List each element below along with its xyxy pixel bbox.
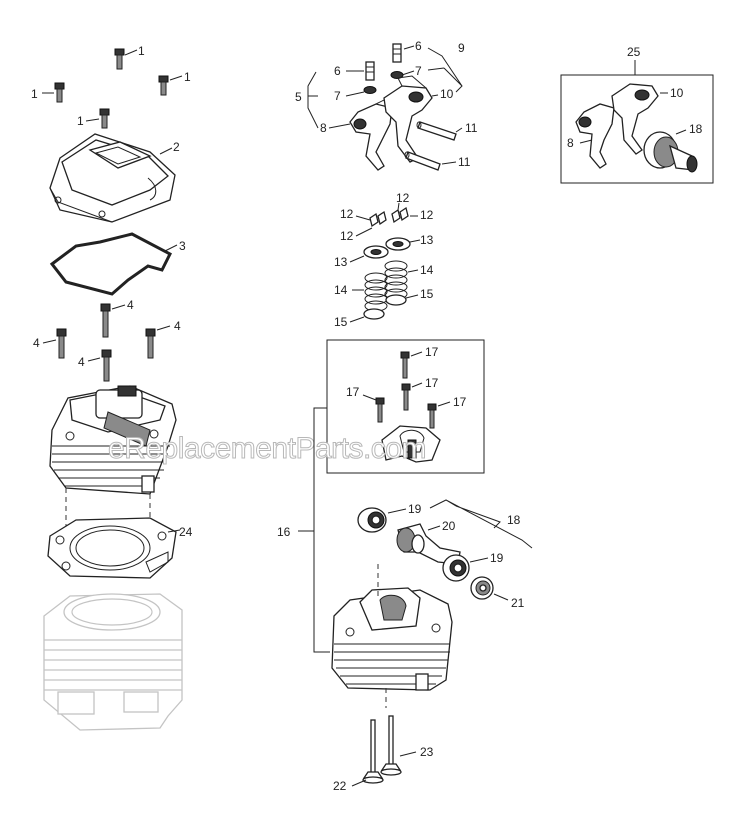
adjuster-screw-part-6-left[interactable]	[365, 61, 375, 81]
callout-10-assembly: 10	[670, 86, 684, 100]
valve-seal-part-15-left[interactable]	[363, 308, 385, 320]
bolt-part-17-d[interactable]	[427, 403, 437, 429]
cylinder-head-part-16[interactable]	[331, 587, 453, 691]
rocker-support-bracket[interactable]	[381, 425, 441, 463]
bolt-part-1-left[interactable]	[54, 82, 65, 103]
callout-1-left: 1	[31, 87, 38, 101]
valve-seal-part-15-right[interactable]	[385, 294, 407, 306]
exhaust-valve-part-23[interactable]	[380, 715, 402, 776]
callout-5: 5	[295, 90, 302, 104]
rocker-arm-part-10-assembly[interactable]	[611, 83, 659, 155]
callout-13-right: 13	[420, 233, 434, 247]
callout-12-right: 12	[420, 208, 434, 222]
callout-16: 16	[277, 525, 291, 539]
bolt-part-17-c[interactable]	[375, 397, 385, 423]
rocker-shaft-part-11-lower[interactable]	[404, 151, 441, 171]
rocker-arm-part-10[interactable]	[383, 75, 433, 163]
rocker-shaft-part-11-upper[interactable]	[416, 121, 457, 141]
callout-1-right: 1	[184, 70, 191, 84]
callout-8: 8	[320, 121, 327, 135]
rocker-arm-part-8-assembly[interactable]	[575, 103, 615, 169]
callout-8-assembly: 8	[567, 136, 574, 150]
valve-cover-part-2[interactable]	[49, 133, 176, 223]
bolt-part-17-b[interactable]	[401, 383, 411, 411]
lock-nut-part-7-left[interactable]	[363, 86, 377, 94]
callout-12-top: 12	[396, 191, 410, 205]
bolt-part-4-left[interactable]	[56, 328, 67, 359]
bearing-part-19-upper[interactable]	[357, 507, 387, 533]
bolt-part-4-top[interactable]	[100, 303, 111, 338]
cylinder-head-assembly[interactable]	[49, 385, 177, 495]
cylinder-block-reference	[43, 593, 183, 731]
callout-12-left: 12	[340, 207, 354, 221]
callout-6-left: 6	[334, 64, 341, 78]
valve-keeper-part-12[interactable]	[369, 206, 409, 228]
callout-4-right: 4	[174, 319, 181, 333]
callout-3: 3	[179, 239, 186, 253]
callout-17-mid: 17	[425, 376, 439, 390]
callout-15-right: 15	[420, 287, 434, 301]
callout-17-left: 17	[346, 385, 360, 399]
intake-valve-part-22[interactable]	[362, 719, 384, 784]
callout-14-left: 14	[334, 283, 348, 297]
callout-11-lower: 11	[458, 155, 471, 169]
callout-13-left: 13	[334, 255, 348, 269]
callout-23: 23	[420, 745, 434, 759]
bearing-part-19-lower[interactable]	[442, 554, 470, 582]
rocker-arm-assembly-box	[560, 74, 714, 184]
callout-4-top: 4	[127, 298, 134, 312]
bolt-part-17-a[interactable]	[400, 351, 410, 379]
head-gasket-part-24[interactable]	[47, 517, 177, 579]
callout-14-right: 14	[420, 263, 434, 277]
bolt-part-4-right[interactable]	[145, 328, 156, 359]
bolt-part-4-lower[interactable]	[101, 349, 112, 382]
valve-spring-part-14-right[interactable]	[384, 260, 408, 300]
callout-20: 20	[442, 519, 456, 533]
callout-24: 24	[179, 525, 193, 539]
callout-21: 21	[511, 596, 525, 610]
callout-22: 22	[333, 779, 347, 793]
rocker-arm-part-8[interactable]	[349, 97, 395, 171]
watermark-text: eReplacementParts.com	[108, 432, 426, 465]
callout-7-left: 7	[334, 89, 341, 103]
callout-19-lower: 19	[490, 551, 504, 565]
camshaft-part-20[interactable]	[396, 523, 461, 565]
rocker-support-subassembly-box	[326, 339, 485, 474]
callout-4-lower: 4	[78, 355, 85, 369]
camshaft-part-18-assembly[interactable]	[643, 131, 698, 173]
callout-17-top: 17	[425, 345, 439, 359]
adjuster-screw-part-6-right[interactable]	[392, 43, 402, 63]
callout-6-right: 6	[415, 39, 422, 53]
bolt-part-1-top[interactable]	[114, 48, 125, 70]
valve-cover-gasket-part-3[interactable]	[49, 232, 172, 296]
callout-4-left: 4	[33, 336, 40, 350]
callout-18: 18	[507, 513, 521, 527]
bolt-part-1-lower[interactable]	[99, 108, 110, 129]
callout-12-lower: 12	[340, 229, 354, 243]
callout-15-left: 15	[334, 315, 348, 329]
callout-1-lower: 1	[77, 114, 84, 128]
callout-9: 9	[458, 41, 465, 55]
valve-spring-part-14-left[interactable]	[364, 272, 388, 312]
callout-7-right: 7	[415, 64, 422, 78]
bolt-part-1-right[interactable]	[158, 75, 169, 96]
callout-10: 10	[440, 87, 454, 101]
callout-18-assembly: 18	[689, 122, 703, 136]
callout-19-upper: 19	[408, 502, 422, 516]
callout-1-top: 1	[138, 44, 145, 58]
callout-25: 25	[627, 45, 641, 59]
oil-seal-part-21[interactable]	[470, 576, 494, 600]
callout-17-right: 17	[453, 395, 467, 409]
callout-11-upper: 11	[465, 121, 478, 135]
callout-2: 2	[173, 140, 180, 154]
